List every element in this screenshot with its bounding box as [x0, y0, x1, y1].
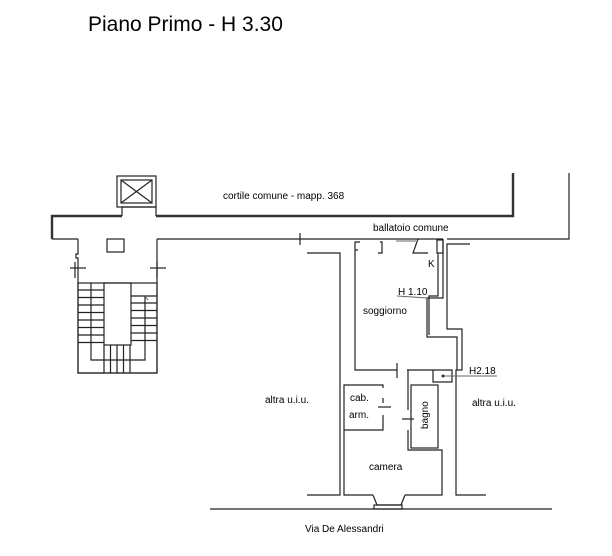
label-street: Via De Alessandri: [305, 524, 384, 535]
label-h110: H 1.10: [398, 287, 428, 298]
label-ballatoio: ballatoio comune: [373, 223, 449, 234]
label-cab: cab.: [350, 393, 369, 404]
label-h218: H2.18: [469, 366, 496, 377]
lift-shaft: [116, 175, 157, 216]
label-altra-right: altra u.i.u.: [472, 398, 516, 409]
apartment-walls: [210, 238, 552, 510]
staircase: [70, 238, 166, 374]
label-camera: camera: [369, 462, 403, 473]
label-cortile: cortile comune - mapp. 368: [223, 191, 345, 202]
label-arm: arm.: [349, 410, 369, 421]
label-soggiorno: soggiorno: [363, 306, 407, 317]
label-bagno: bagno: [420, 401, 431, 429]
h110-leader: [396, 295, 429, 299]
courtyard-walls: [50, 173, 570, 245]
label-kitchen: K: [428, 259, 435, 270]
h218-point: [441, 374, 445, 378]
label-altra-left: altra u.i.u.: [265, 395, 309, 406]
plan-title: Piano Primo - H 3.30: [88, 13, 283, 36]
